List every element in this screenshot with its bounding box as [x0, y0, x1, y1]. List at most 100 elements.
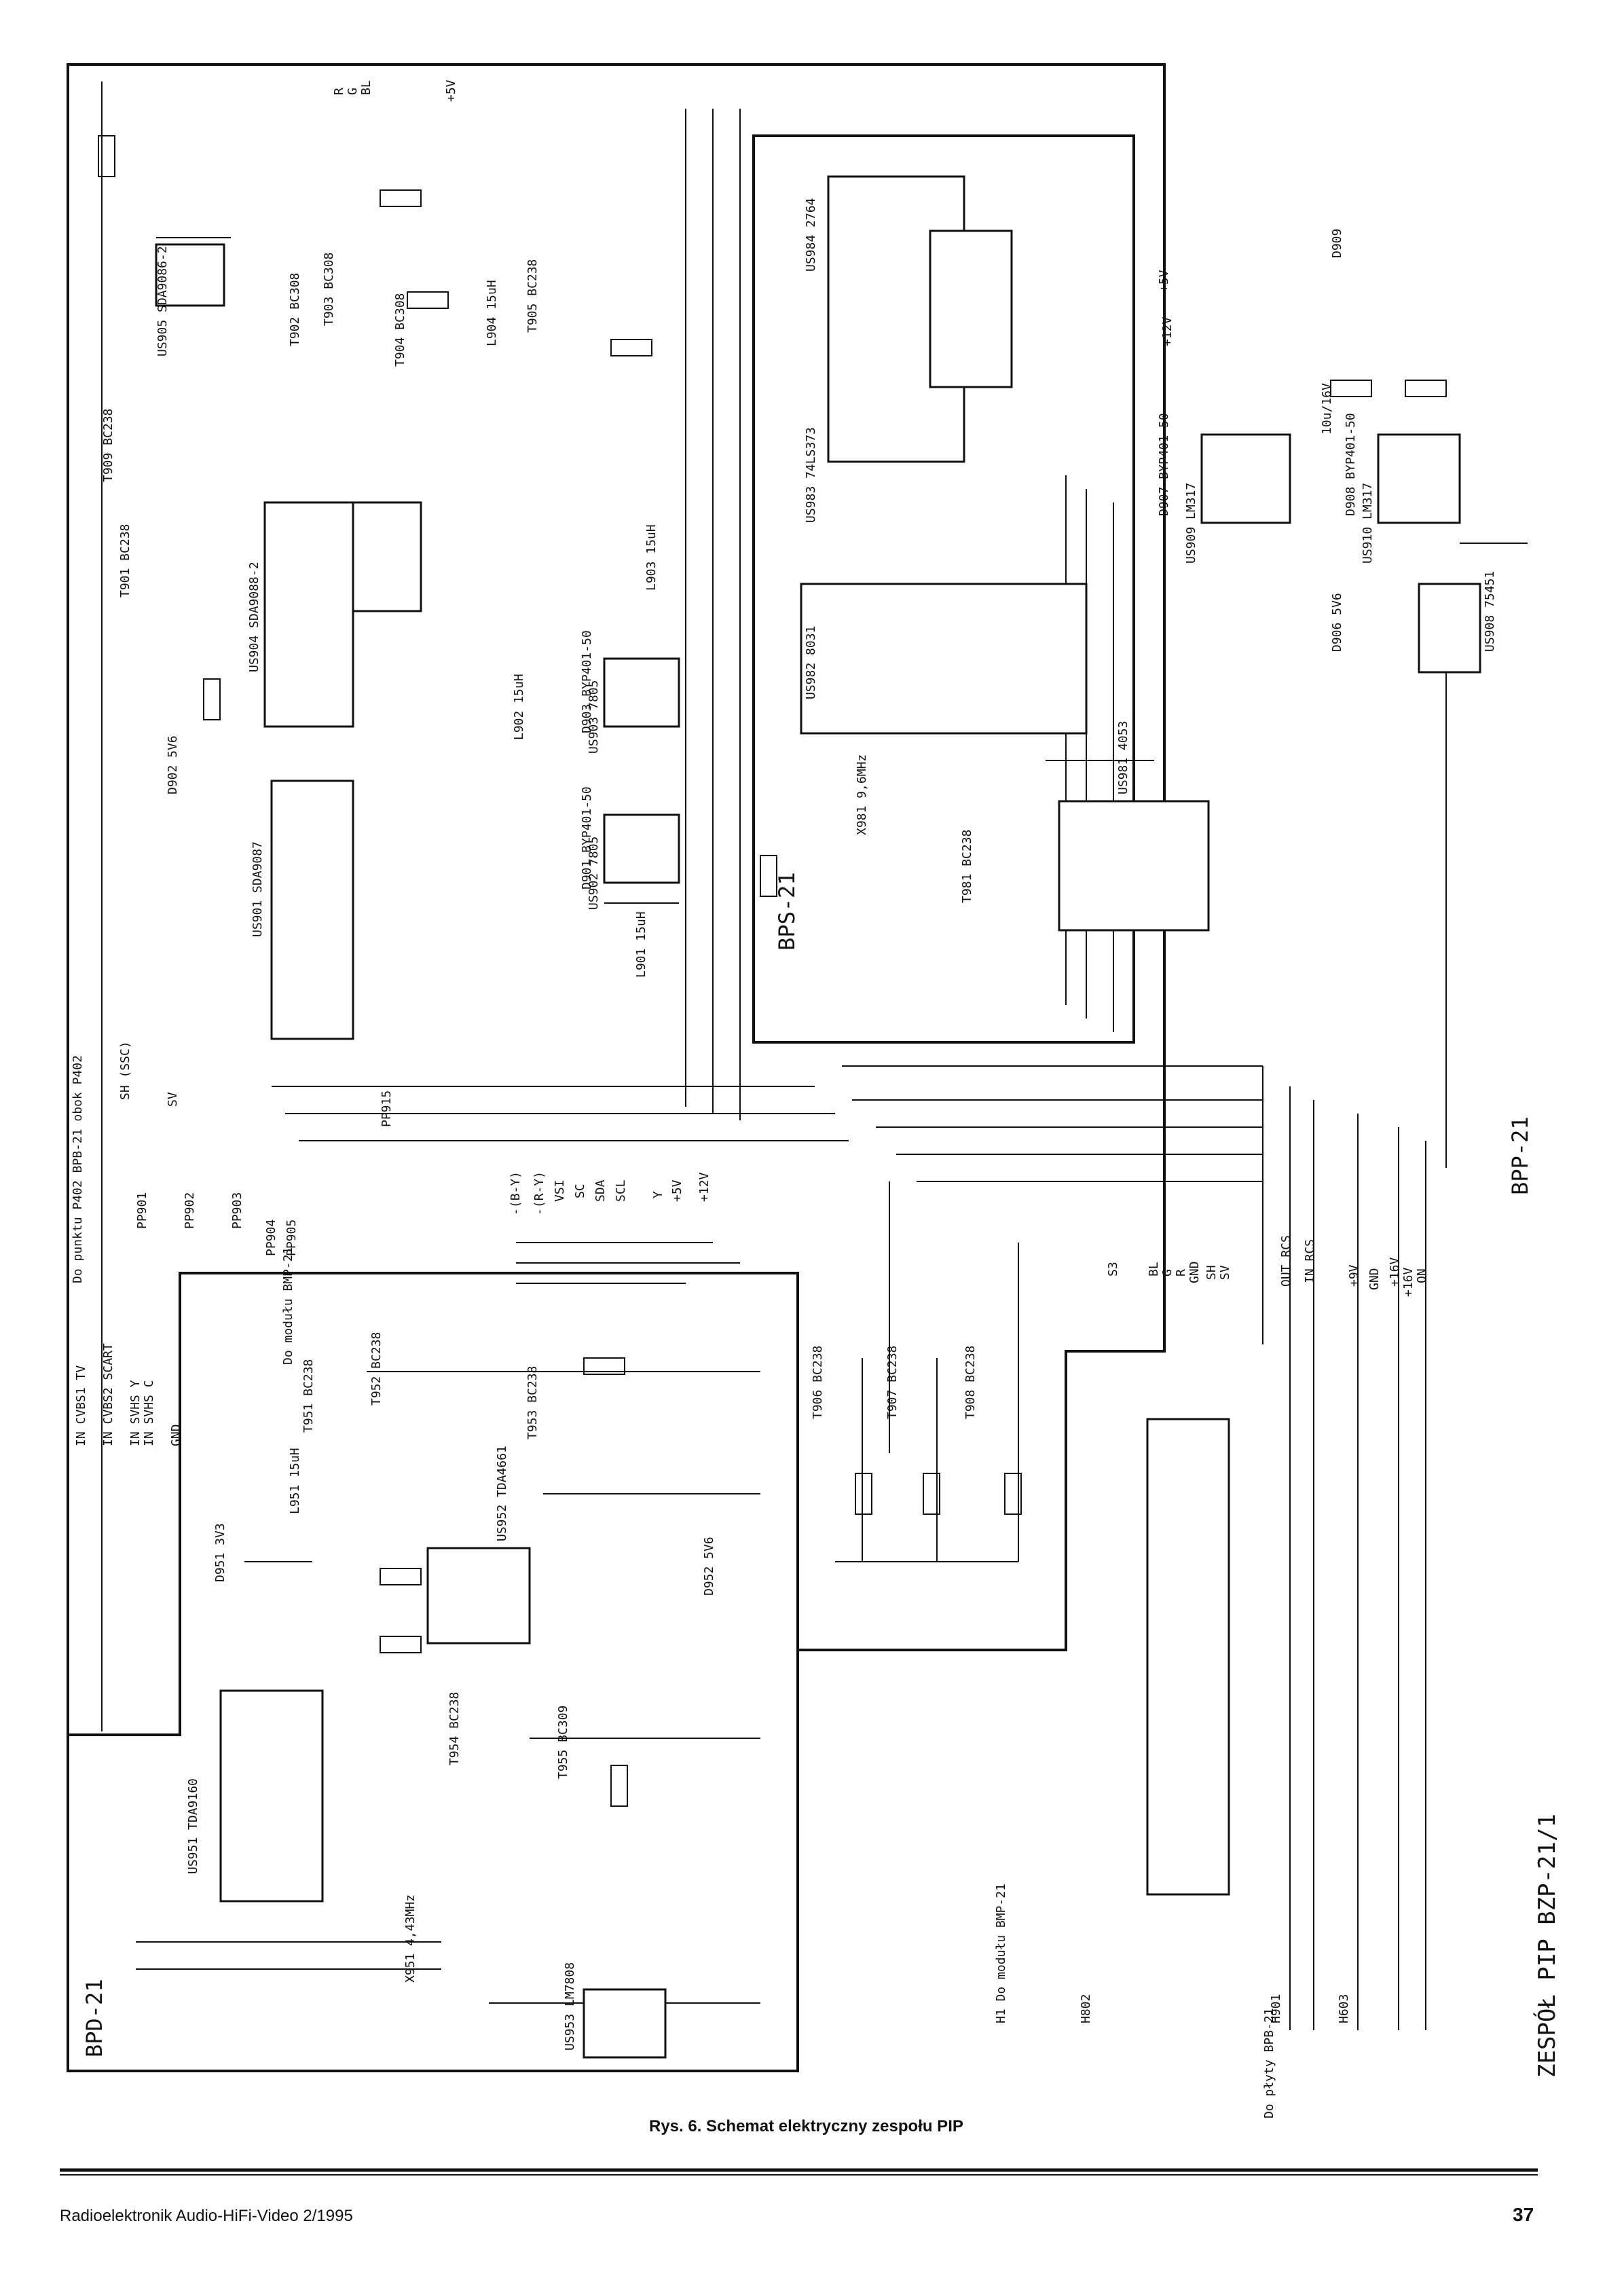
x981: X981 9,6MHz: [855, 754, 869, 835]
w902-vsi: VSI: [553, 1179, 567, 1202]
t952: T952 BC238: [369, 1332, 384, 1406]
board-bpd: BPD-21: [81, 1979, 107, 2057]
t908: T908 BC238: [963, 1346, 978, 1419]
reg-plus5v: +5V: [1157, 270, 1171, 292]
ic-us902: US902 7805: [587, 837, 601, 910]
w902-r-y: -(R-Y): [532, 1171, 547, 1215]
ic-us951: US951 TDA9160: [186, 1778, 200, 1874]
w902-scl: SCL: [614, 1179, 628, 1202]
w902-sc: SC: [573, 1183, 587, 1198]
rgb-r: R: [332, 88, 346, 95]
x951: X951 4,43MHz: [403, 1894, 418, 1983]
d901: D901 BYP401-50: [580, 786, 594, 889]
w902-plus5v: +5V: [670, 1179, 684, 1202]
w902-sda: SDA: [593, 1179, 608, 1202]
bus-gnd-a: GND: [1187, 1261, 1202, 1283]
bus-r: R: [1174, 1269, 1188, 1277]
bus-g: G: [1160, 1269, 1175, 1277]
tp-pp905: PP905: [284, 1219, 299, 1256]
bus-sh: SH: [1204, 1265, 1219, 1280]
d907: D907 BYP401-50: [1157, 413, 1171, 516]
reg-plus16v: +16V: [1401, 1267, 1416, 1297]
rgb-g: G: [346, 88, 360, 95]
bus-bl: BL: [1147, 1262, 1161, 1277]
t907: T907 BC238: [885, 1346, 900, 1419]
t953: T953 BC238: [525, 1366, 540, 1439]
ic-us910: US910 LM317: [1361, 483, 1375, 564]
ic-us952: US952 TDA4661: [495, 1446, 509, 1541]
l901: L901 15uH: [634, 911, 648, 978]
t904: T904 BC308: [393, 293, 407, 367]
l903: L903 15uH: [644, 524, 659, 591]
tp-pp901: PP901: [135, 1192, 149, 1229]
rgb-plus5v: +5V: [444, 79, 458, 102]
t954: T954 BC238: [447, 1692, 462, 1765]
w902-b-y: -(B-Y): [509, 1171, 523, 1215]
tp-pp915: PP915: [380, 1090, 394, 1127]
w904-in-svhs-y: IN SVHS Y: [128, 1380, 143, 1446]
page-number: 37: [1513, 2204, 1534, 2225]
t902: T902 BC308: [288, 273, 302, 346]
board-bps: BPS-21: [774, 872, 800, 951]
w902-plus12v: +12V: [697, 1172, 712, 1202]
out-h901: H901: [1269, 1994, 1283, 2023]
journal-footer: Radioelektronik Audio-HiFi-Video 2/1995: [60, 2207, 353, 2225]
ic-blocks: [155, 175, 1481, 2059]
ssc-label: SH (SSC): [118, 1041, 132, 1100]
w904-title: Do modułu BMP-21: [281, 1247, 295, 1365]
d906: D906 5V6: [1330, 593, 1344, 652]
d951: D951 3V3: [213, 1523, 227, 1582]
out-to-board: Do płyty BPB-21: [1262, 2008, 1276, 2118]
tp-pp904: PP904: [264, 1219, 278, 1256]
w904-in-cvbs2: IN CVBS2 SCART: [101, 1343, 115, 1446]
d902: D902 5V6: [166, 735, 180, 794]
bus-sv: SV: [1218, 1265, 1232, 1280]
ic-us903: US903 7805: [587, 680, 601, 754]
w902-y: Y: [651, 1191, 665, 1198]
t955: T955 BC309: [556, 1706, 570, 1779]
t903: T903 BC308: [322, 253, 336, 326]
tp-pp902: PP902: [183, 1192, 197, 1229]
ic-us909: US909 LM317: [1184, 483, 1198, 564]
title-block: ZESPÓŁ PIP BZP-21/1: [1533, 1814, 1561, 2078]
bus-s3: S3: [1106, 1262, 1120, 1277]
small-part-symbols: [98, 135, 1447, 1807]
d909: D909: [1330, 229, 1344, 258]
rgb-bl: BL: [359, 80, 373, 95]
reg-plus12v: +12V: [1160, 316, 1175, 346]
board-outlines: [67, 63, 1166, 2072]
t951: T951 BC238: [301, 1359, 316, 1433]
bus-gnd-b: GND: [1367, 1268, 1382, 1290]
w904-in-svhs-c: IN SVHS C: [142, 1380, 156, 1446]
out-h1: H1 Do modułu BMP-21: [994, 1884, 1008, 2023]
bus-plus16v: +16V: [1388, 1257, 1402, 1287]
ic-us983: US983 74LS373: [804, 427, 818, 523]
caption: Rys. 6. Schemat elektryczny zespołu PIP: [649, 2117, 963, 2135]
d903: D903 BYP401-50: [580, 630, 594, 733]
l904: L904 15uH: [485, 280, 499, 346]
w904-in-cvbs1: IN CVBS1 TV: [74, 1365, 88, 1446]
bus-out-rcs: OUT RCS: [1279, 1235, 1293, 1287]
ic-us984: US984 2764: [804, 198, 818, 272]
t905: T905 BC238: [525, 259, 540, 333]
d952: D952 5V6: [702, 1537, 716, 1596]
bus-plus9v: +9V: [1347, 1264, 1361, 1287]
bus-in-rcs: IN RCS: [1303, 1239, 1317, 1283]
ground-marks: [156, 237, 1528, 1562]
sv-label: SV: [166, 1092, 180, 1107]
bus-on: ON: [1415, 1268, 1429, 1283]
ic-us953: US953 LM7808: [563, 1962, 577, 2051]
ic-us905: US905 SDA9086-2: [155, 246, 170, 356]
ic-us982: US982 8031: [804, 626, 818, 699]
ic-us901: US901 SDA9087: [251, 841, 265, 937]
t981: T981 BC238: [960, 830, 974, 903]
t909: T909 BC238: [101, 409, 115, 482]
tp-pp903: PP903: [230, 1192, 244, 1229]
text-labels: Rys. 6. Schemat elektryczny zespołu PIP …: [60, 79, 1561, 2225]
footer-rule: [60, 2168, 1538, 2176]
out-h603: H603: [1337, 1994, 1351, 2023]
interconnect-bus-lines: [101, 81, 1447, 2030]
ic-us904: US904 SDA9088-2: [247, 562, 261, 672]
ic-us908: US908 75451: [1483, 571, 1497, 652]
